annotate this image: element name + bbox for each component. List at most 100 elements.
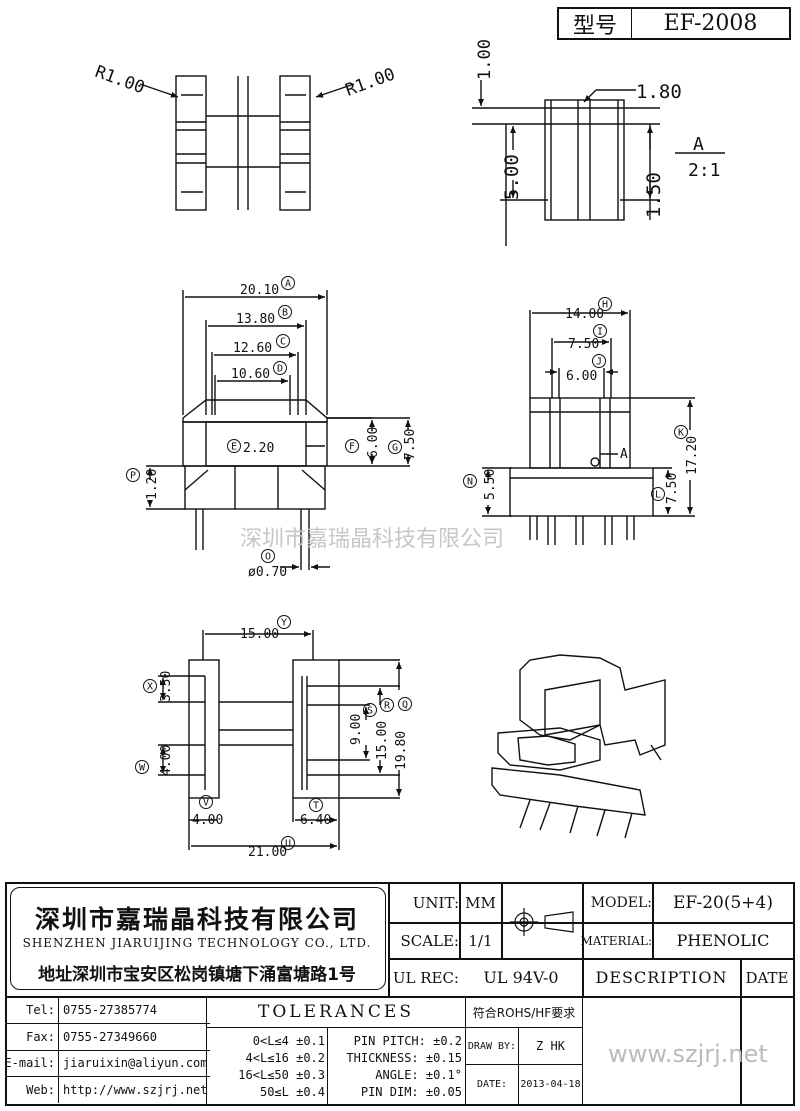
circled-letter-q: Q [398,697,412,711]
svg-text:F: F [349,442,355,453]
scale-value: 1/1 [468,931,493,950]
circled-letter-n: N [463,474,477,488]
website-watermark: www.szjrj.net [608,1040,768,1068]
circled-letter-h: H [598,297,612,311]
drawby-value: Z HK [519,1028,583,1065]
grid-line [501,884,503,958]
dim-E: 2.20 [243,441,274,456]
circled-letter-t: T [309,798,323,812]
grid-line [388,922,793,924]
circled-letter-u: U [281,836,295,850]
svg-text:W: W [139,763,146,774]
circled-letter-k: K [674,425,688,439]
material-label: MATERIAL: [580,933,652,948]
dim-X: 3.50 [159,671,174,702]
svg-text:V: V [203,798,209,809]
svg-text:A: A [285,279,291,290]
svg-text:X: X [147,682,153,693]
detail-scale: 2:1 [688,160,721,181]
ulrec-value: UL 94V-0 [483,968,559,987]
circled-letter-v: V [199,795,213,809]
svg-text:R: R [384,701,391,712]
svg-text:Q: Q [402,700,408,711]
circled-letter-b: B [278,305,292,319]
date-value: 2013-04-18 [519,1065,583,1104]
circled-letter-g: G [388,440,402,454]
title-block: 深圳市嘉瑞晶科技有限公司 SHENZHEN JIARUIJING TECHNOL… [4,882,795,1106]
grid-line [582,884,584,996]
circled-letter-e: E [227,439,241,453]
title-label: 型号 [559,9,632,39]
company-box: 深圳市嘉瑞晶科技有限公司 SHENZHEN JIARUIJING TECHNOL… [10,887,386,990]
dim-T: 6.40 [300,813,331,828]
unit-value: MM [465,894,496,912]
pin-tolerance-line: PIN PITCH: ±0.2 [353,1033,462,1048]
svg-text:J: J [596,357,602,368]
contact-label: Tel: [7,997,59,1024]
svg-text:U: U [285,839,291,850]
dim-1-80: 1.80 [636,81,682,103]
dim-D: 10.60 [231,367,270,382]
scale-label: SCALE: [400,931,459,950]
circled-letter-x: X [143,679,157,693]
svg-text:S: S [367,706,373,717]
dim-I: 7.50 [568,337,599,352]
grid-line [388,958,793,960]
detail-ref-a: A [620,447,628,462]
svg-text:O: O [265,552,271,563]
circled-letter-y: Y [277,615,291,629]
circled-letter-i: I [593,324,607,338]
pin-tolerance-line: THICKNESS: ±0.15 [346,1050,462,1065]
unit-label: UNIT: [412,894,459,912]
dim-U: 21.00 [248,845,287,860]
contact-label: Web: [7,1076,59,1103]
contact-value[interactable]: jiaruixin@aliyun.com [59,1050,210,1077]
watermark: 深圳市嘉瑞晶科技有限公司 [240,527,504,552]
svg-text:C: C [280,337,286,348]
dim-5-00: 5.00 [501,154,523,200]
pin-tolerance-line: PIN DIM: ±0.05 [360,1084,462,1099]
grid-line [7,996,793,998]
dim-Q: 19.80 [394,731,409,770]
svg-text:L: L [655,490,661,501]
contact-value[interactable]: http://www.szjrj.net [63,1082,208,1097]
circled-letter-r: R [380,698,394,712]
material-value: PHENOLIC [676,931,770,950]
circled-letter-s: S [363,703,377,717]
grid-line [459,884,461,958]
dim-r-right: R1.00 [343,64,398,100]
svg-text:I: I [597,327,603,338]
title-box: 型号 EF-2008 [557,7,791,40]
model-label: MODEL: [590,895,652,911]
circled-letter-o: O [261,549,275,563]
technical-drawing: R1.00 R1.00 1.00 1.80 5.00 1.50 A 2:1 20… [92,39,725,860]
dim-W: 4.00 [159,745,174,776]
circled-letter-w: W [135,760,149,774]
pin-tolerance-line: ANGLE: ±0.1° [375,1067,462,1082]
dim-A: 20.10 [240,283,279,298]
grid-line [740,958,742,1104]
dim-1-00: 1.00 [475,39,495,80]
tolerances-title: TOLERANCES [207,997,466,1028]
dim-B: 13.80 [236,312,275,327]
grid-line [652,884,654,958]
dim-J: 6.00 [566,369,597,384]
contact-label: Fax: [7,1023,59,1051]
dim-G: 7.50 [403,429,418,460]
company-name-cn: 深圳市嘉瑞晶科技有限公司 [34,905,359,934]
svg-text:Y: Y [281,618,287,629]
company-address: 地址深圳市宝安区松岗镇塘下涌富塘路1号 [38,965,356,985]
svg-text:D: D [277,364,283,375]
svg-text:T: T [313,801,319,812]
svg-text:N: N [467,477,473,488]
dim-P: 1.20 [145,469,160,500]
detail-letter: A [693,134,704,155]
circled-letter-j: J [592,354,606,368]
rohs-text: 符合ROHS/HF要求 [466,997,583,1028]
date-field-label: DATE: [466,1065,519,1104]
circled-letter-p: P [126,468,140,482]
dim-L: 7.50 [665,473,680,504]
contact-value: 0755-27385774 [59,997,210,1024]
